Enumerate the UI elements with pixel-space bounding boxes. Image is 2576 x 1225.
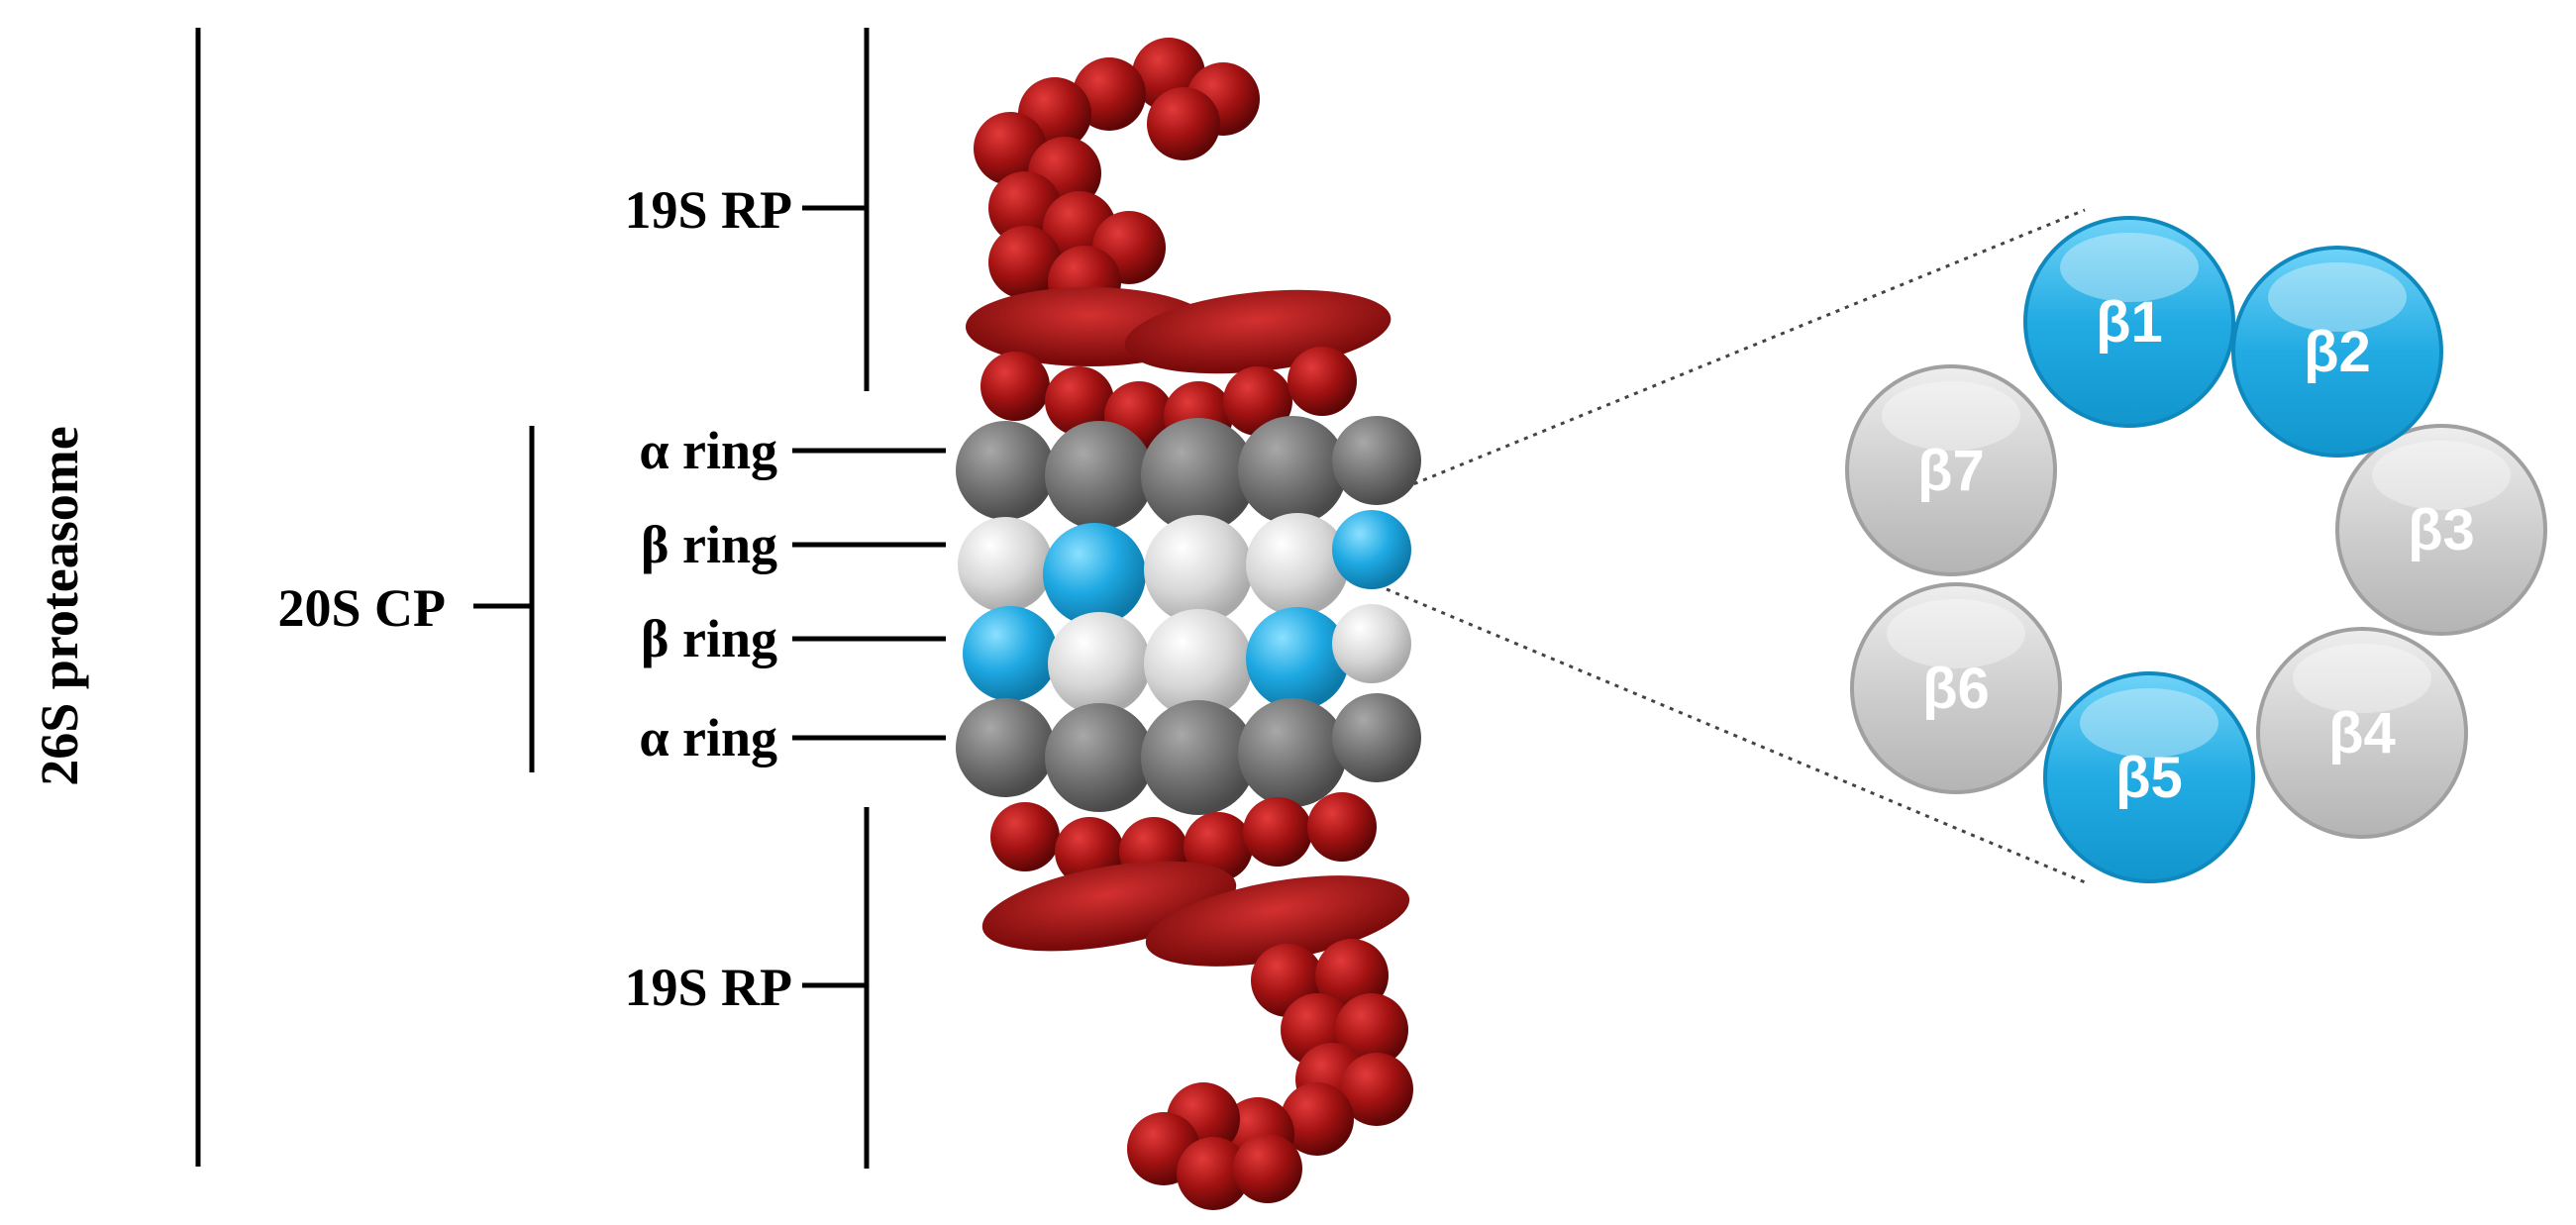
beta-top-label: β ring — [641, 515, 777, 574]
alpha-top-label: α ring — [639, 421, 777, 480]
subunit-label: β2 — [2304, 320, 2371, 384]
rp-top-label: 19S RP — [624, 180, 792, 240]
subunit-β5: β5 — [2043, 671, 2255, 883]
zoom-line-bottom — [1386, 587, 2091, 886]
subunit-label: β7 — [1917, 439, 1985, 503]
beta-bottom-label: β ring — [641, 609, 777, 668]
subunit-label: β1 — [2096, 290, 2163, 355]
subunit-β4: β4 — [2256, 627, 2468, 839]
cp-label: 20S CP — [277, 578, 446, 638]
rp-bottom-cap — [981, 792, 1413, 1210]
subunit-label: β6 — [1922, 657, 1990, 721]
outer-label: 26S proteasome — [30, 426, 89, 785]
subunit-label: β3 — [2408, 498, 2475, 562]
subunit-β1: β1 — [2023, 216, 2235, 428]
rp-top-cap — [966, 38, 1391, 451]
zoom-line-top — [1386, 208, 2086, 497]
subunit-label: β5 — [2115, 746, 2183, 810]
cp-core — [956, 416, 1421, 815]
rp-bottom-label: 19S RP — [624, 958, 792, 1017]
subunit-β7: β7 — [1845, 364, 2057, 576]
subunit-label: β4 — [2328, 701, 2396, 766]
subunit-β6: β6 — [1850, 582, 2062, 794]
subunit-β3: β3 — [2335, 424, 2547, 636]
subunit-β2: β2 — [2231, 246, 2443, 458]
alpha-bottom-label: α ring — [639, 708, 777, 767]
beta-ring-zoom: β7 β6 β4 β3 β1 β2 β5 — [1845, 216, 2547, 883]
